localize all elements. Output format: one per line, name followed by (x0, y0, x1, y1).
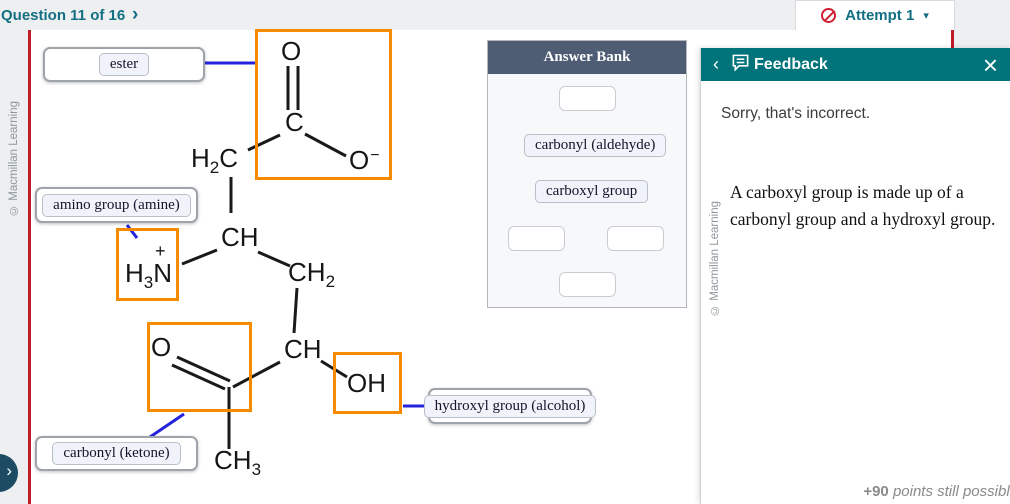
drop-target-ester[interactable]: ester (43, 47, 205, 82)
answer-chip-ester[interactable]: ester (98, 53, 150, 76)
feedback-copyright: © Macmillan Learning (704, 161, 726, 356)
atom-ch3: CH3 (214, 445, 262, 479)
feedback-explanation: A carboxyl group is made up of a carbony… (730, 182, 996, 229)
answer-bank-empty-slot-3[interactable] (607, 226, 664, 251)
feedback-speech-bubble-icon (731, 53, 750, 77)
highlight-carboxylate-box (255, 29, 392, 180)
atom-ch2: CH2 (288, 257, 336, 291)
question-progress: Question 11 of 16 (1, 7, 126, 24)
bank-chip-carbonyl-aldehyde[interactable]: carbonyl (aldehyde) (524, 134, 667, 157)
next-question-chevron-icon[interactable]: › (132, 4, 139, 25)
answer-bank-panel: Answer Bank carbonyl (aldehyde) carboxyl… (487, 40, 687, 308)
caret-down-icon: ▾ (923, 10, 929, 22)
atom-h3n-charge: + (155, 241, 166, 261)
feedback-close-icon[interactable]: × (982, 49, 998, 80)
attempt-dropdown[interactable]: Attempt 1 ▾ (795, 0, 955, 31)
answer-bank-body: carbonyl (aldehyde) carboxyl group (488, 74, 686, 307)
atom-c-carboxyl: C (285, 107, 304, 137)
atom-o-carboxyl: O (281, 36, 302, 66)
points-note: points still possible (892, 483, 1010, 500)
feedback-header: ‹ Feedback × (701, 48, 1010, 81)
attempt-label: Attempt 1 (845, 7, 915, 24)
feedback-title: Feedback (754, 55, 828, 73)
highlight-hydroxyl-box (333, 352, 402, 414)
copyright-rail: © Macmillan Learning (2, 58, 26, 258)
drop-target-amine[interactable]: amino group (amine) (35, 187, 198, 223)
answer-bank-empty-slot-4[interactable] (559, 272, 616, 297)
feedback-panel: ‹ Feedback × Sorry, that's incorrect. © … (700, 48, 1010, 504)
highlight-ketone-box (147, 322, 252, 412)
answer-chip-ketone[interactable]: carbonyl (ketone) (52, 442, 181, 465)
atom-h2c: H2C (191, 143, 239, 177)
atom-ch-lower: CH (284, 334, 322, 364)
points-possible: +90 points still possible (863, 483, 1010, 500)
feedback-copyright-text: © Macmillan Learning (709, 201, 721, 316)
answer-bank-empty-slot-2[interactable] (508, 226, 565, 251)
panel-toggle-button[interactable]: › (0, 454, 18, 492)
panel-toggle-chevron-icon: › (6, 461, 12, 480)
drop-target-ketone[interactable]: carbonyl (ketone) (35, 436, 198, 471)
answer-bank-empty-slot-1[interactable] (559, 86, 616, 111)
points-value: +90 (863, 483, 889, 500)
atom-o-ketone: O (151, 332, 172, 362)
atom-oh: OH (347, 368, 386, 398)
top-bar: Question 11 of 16 › Attempt 1 ▾ (0, 0, 1010, 31)
feedback-back-chevron-icon[interactable]: ‹ (713, 54, 719, 74)
answer-chip-amine[interactable]: amino group (amine) (42, 193, 191, 217)
atom-o-minus: O− (349, 145, 380, 175)
highlight-amine-box (116, 228, 179, 301)
answer-chip-alcohol[interactable]: hydroxyl group (alcohol) (423, 394, 597, 418)
content-left-border (28, 30, 31, 504)
copyright-text: © Macmillan Learning (8, 100, 20, 216)
atom-h3n: H3N (125, 258, 173, 292)
feedback-status: Sorry, that's incorrect. (721, 105, 871, 122)
feedback-body: Sorry, that's incorrect. © Macmillan Lea… (701, 81, 1010, 504)
answer-bank-header: Answer Bank (488, 41, 686, 74)
bank-chip-carboxyl-group[interactable]: carboxyl group (535, 180, 649, 203)
atom-ch-upper: CH (221, 222, 259, 252)
attempt-blocked-icon (821, 8, 837, 23)
drop-target-alcohol[interactable]: hydroxyl group (alcohol) (423, 388, 597, 424)
